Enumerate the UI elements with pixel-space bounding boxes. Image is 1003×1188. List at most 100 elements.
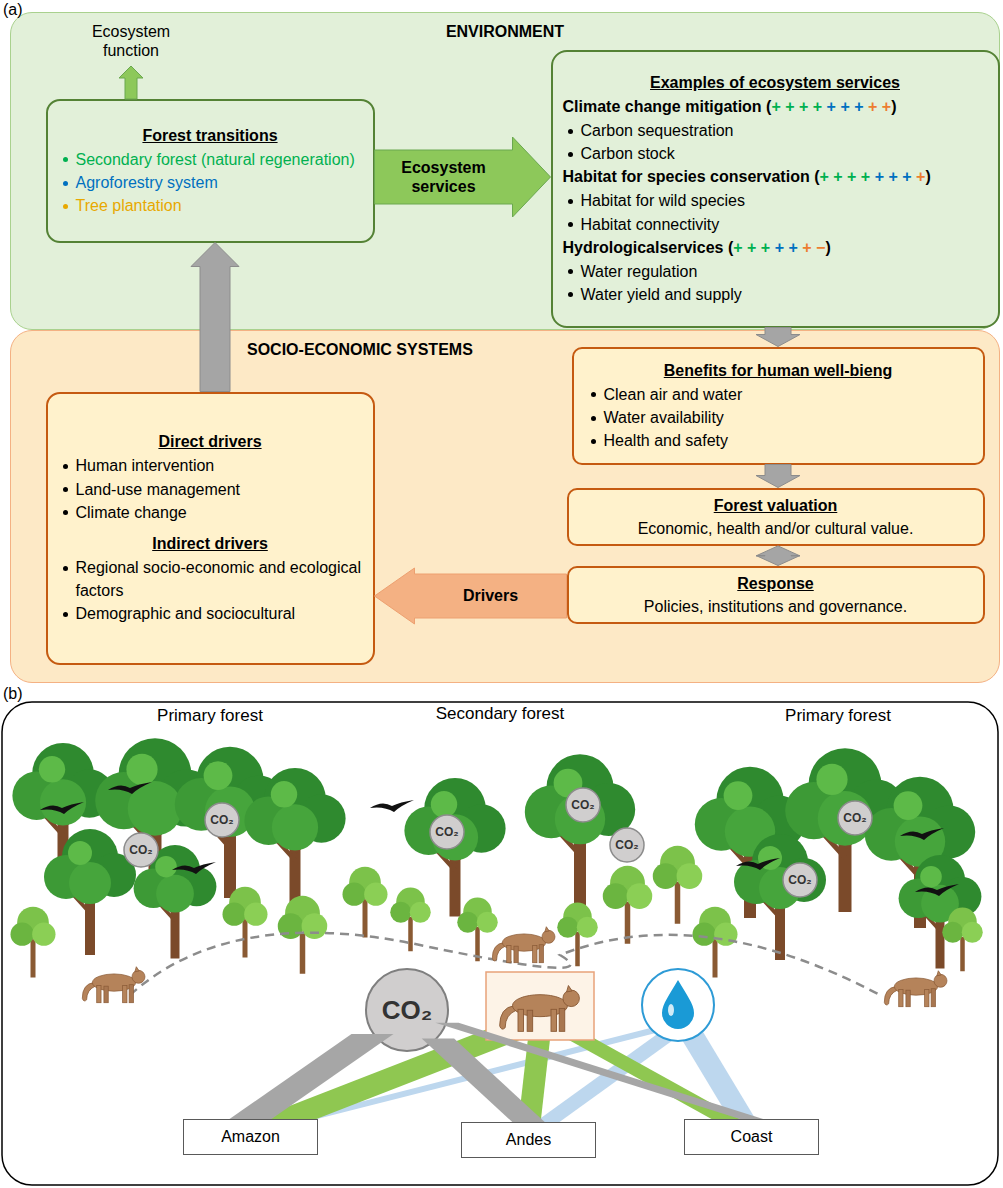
- tree: [457, 898, 498, 962]
- carbon-ribbon: [435, 1023, 763, 1119]
- region-box: Amazon: [183, 1119, 318, 1155]
- co2-label: CO₂: [835, 810, 875, 826]
- sign-mark: +: [840, 98, 849, 115]
- node-text: Forest valuation: [581, 494, 971, 518]
- drivers-box: Direct driversHuman interventionLand-use…: [46, 392, 375, 665]
- label-box: (b): [3, 684, 43, 703]
- puma-icon-box: [486, 972, 594, 1040]
- bird: [915, 884, 959, 896]
- bird: [370, 800, 414, 812]
- sign-mark: +: [916, 168, 925, 185]
- tree: [693, 907, 738, 978]
- node-text: Carbon sequestration: [563, 119, 988, 142]
- node-text: Health and safety: [586, 429, 971, 452]
- edge-label-box: Drivers: [415, 574, 567, 618]
- node-text: Response: [581, 572, 971, 596]
- label-box: CO₂: [780, 872, 820, 888]
- label-box: Primary forest: [130, 706, 290, 726]
- co2-label: CO₂: [427, 824, 467, 840]
- node-text: Indirect drivers: [58, 532, 363, 556]
- flow-arrow: [756, 465, 800, 488]
- node-text: Tree plantation: [58, 194, 363, 217]
- tree: [603, 866, 653, 944]
- node-text: CO₂: [382, 996, 433, 1025]
- bird: [172, 862, 216, 874]
- node-text: Clean air and water: [586, 383, 971, 406]
- drivers-arrow: [375, 568, 567, 624]
- node-text: Andes: [506, 1130, 551, 1149]
- function-arrow: [119, 66, 143, 99]
- sign-mark: +: [833, 168, 842, 185]
- puma: [884, 971, 947, 1007]
- node-text: Coast: [731, 1127, 773, 1146]
- node-text: Habitat for species conservation (+ + + …: [563, 165, 988, 189]
- sign-mark: −: [816, 239, 825, 256]
- sign-mark: +: [771, 98, 780, 115]
- node-text: Water regulation: [563, 260, 988, 283]
- label-box: Secondary forest: [420, 704, 580, 724]
- flow-arrow: [756, 546, 800, 566]
- tree: [244, 768, 345, 907]
- puma-icon: [500, 986, 580, 1032]
- edge-label: Ecosystem services: [375, 158, 513, 196]
- forest-label: Secondary forest: [420, 704, 580, 724]
- node-text: Land-use management: [58, 478, 363, 501]
- tree: [11, 907, 56, 978]
- sign-mark: +: [882, 98, 891, 115]
- sign-mark: +: [902, 168, 911, 185]
- node-text: Carbon stock: [563, 142, 988, 165]
- label-box: CO₂: [563, 797, 603, 813]
- sign-mark: +: [788, 239, 797, 256]
- node-text: Forest transitions: [58, 124, 363, 148]
- node-text: Climate change: [58, 501, 363, 524]
- tree: [942, 908, 983, 972]
- sign-mark: +: [761, 239, 770, 256]
- puma: [492, 927, 555, 963]
- transition-box: Forest transitionsSecondary forest (natu…: [46, 99, 375, 243]
- label-box: CO₂: [427, 824, 467, 840]
- bird: [108, 782, 152, 794]
- node-text: SOCIO-ECONOMIC SYSTEMS: [247, 338, 473, 362]
- benefits-box: Benefits for human well-biengClean air a…: [572, 347, 985, 465]
- flow-arrow: [756, 328, 800, 347]
- region-box: Coast: [684, 1119, 819, 1155]
- bird: [736, 858, 780, 870]
- sign-mark: +: [875, 168, 884, 185]
- co2-label: CO₂: [563, 797, 603, 813]
- services-arrow: [375, 137, 551, 217]
- edge-label: Drivers: [463, 586, 518, 605]
- panel-frame: [2, 702, 998, 1185]
- node-text: Secondary forest (natural regeneration): [58, 148, 363, 171]
- label-box: (a): [3, 0, 43, 19]
- bird: [40, 802, 84, 814]
- panel-letter: (b): [3, 684, 43, 703]
- label-box: CO₂: [202, 812, 242, 828]
- sign-mark: +: [785, 98, 794, 115]
- node-text: Human intervention: [58, 454, 363, 477]
- puma: [82, 967, 145, 1003]
- sign-mark: +: [819, 168, 828, 185]
- socio-panel: SOCIO-ECONOMIC SYSTEMS Benefits for human…: [10, 330, 1000, 683]
- tree: [223, 887, 268, 958]
- region-box: Andes: [461, 1122, 596, 1158]
- tree: [653, 846, 703, 924]
- node-text: Amazon: [221, 1127, 280, 1146]
- sign-mark: +: [813, 98, 822, 115]
- sign-mark: +: [799, 98, 808, 115]
- sign-mark: +: [854, 98, 863, 115]
- co2-label: CO₂: [780, 872, 820, 888]
- co2-label: CO₂: [607, 837, 647, 853]
- edge-label-box: Ecosystem services: [375, 150, 513, 204]
- node-text: Regional socio-economic and ecological f…: [58, 556, 363, 602]
- node-text: Habitat for wild species: [563, 189, 988, 212]
- habitat-ribbon: [565, 1030, 751, 1133]
- drop-highlight: [668, 1004, 674, 1016]
- tree: [734, 834, 826, 960]
- sign-mark: +: [733, 239, 742, 256]
- label-box: Ecosystem function: [76, 22, 186, 60]
- sign-mark: +: [868, 98, 877, 115]
- forest-label: Primary forest: [758, 706, 918, 726]
- label-box: CO₂: [121, 842, 161, 858]
- sign-mark: +: [747, 239, 756, 256]
- node-text: Hydrologicalservices (+ + + + + + −): [563, 236, 988, 260]
